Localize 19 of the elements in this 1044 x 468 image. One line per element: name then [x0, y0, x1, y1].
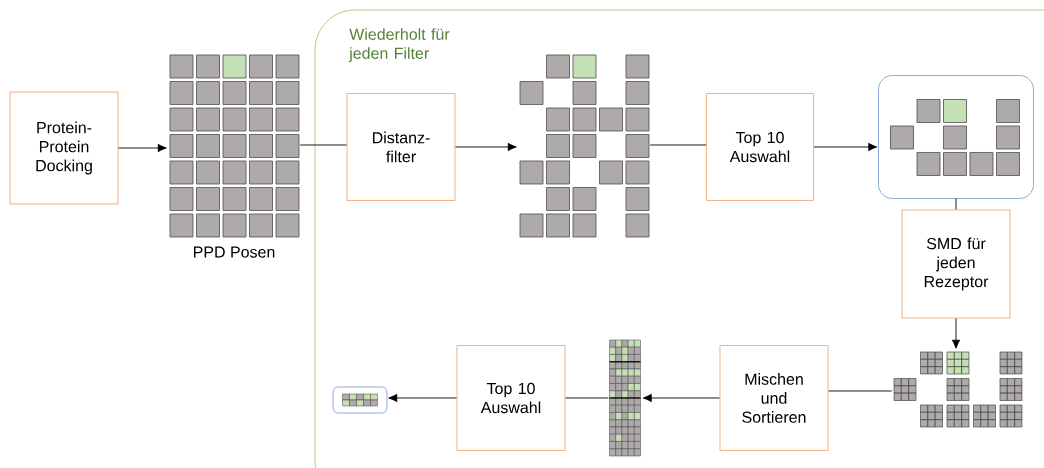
process-box: Top 10 Auswahl — [706, 93, 814, 201]
pose-grid-drawing — [169, 54, 300, 238]
process-box: Mischen und Sortieren — [719, 345, 829, 451]
arrow — [642, 393, 720, 403]
result-drawing — [332, 386, 388, 414]
caption-text: PPD Posen — [193, 246, 275, 258]
selection-drawing — [878, 75, 1034, 199]
process-box: Protein-Protein Docking — [9, 91, 119, 205]
arrow — [455, 142, 517, 152]
arrow — [388, 393, 457, 403]
process-box: Distanz-filter — [346, 93, 456, 201]
arrow — [118, 143, 167, 153]
grid-set-drawing — [893, 351, 1023, 428]
ranked-grid-drawing — [608, 339, 642, 457]
arrow — [951, 318, 961, 349]
arrow — [813, 142, 878, 152]
process-box: Top 10 Auswahl — [456, 345, 566, 451]
process-box: SMD für jeden Rezeptor — [901, 209, 1011, 319]
pose-grid-drawing — [519, 54, 650, 238]
